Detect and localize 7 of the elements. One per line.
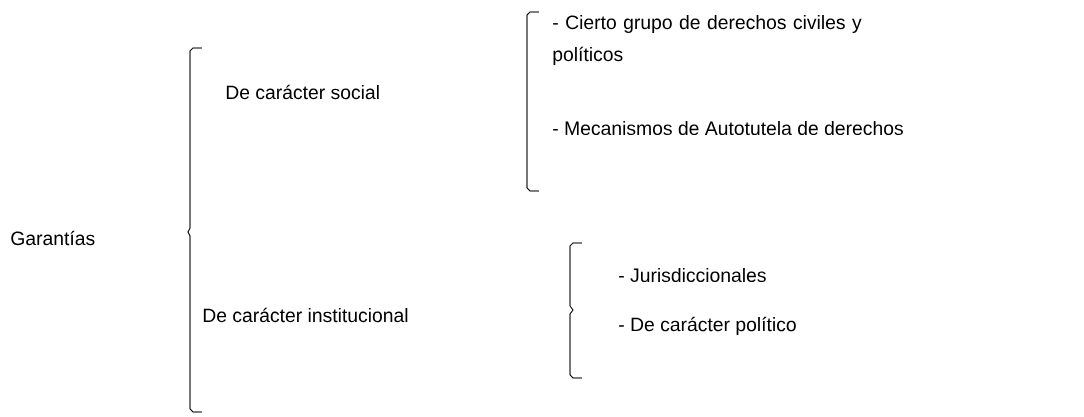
text-label: De carácter social <box>226 84 379 100</box>
text-label: Garantías <box>11 230 95 246</box>
text-label: - De carácter político <box>619 316 796 336</box>
text-label: - Mecanismos de Autotutela de derechos <box>553 120 903 136</box>
text-label: - Cierto grupo de derechos civiles y políticos <box>553 15 862 65</box>
text-label: - Jurisdiccionales <box>619 267 766 283</box>
text-label: De carácter institucional <box>203 307 408 323</box>
